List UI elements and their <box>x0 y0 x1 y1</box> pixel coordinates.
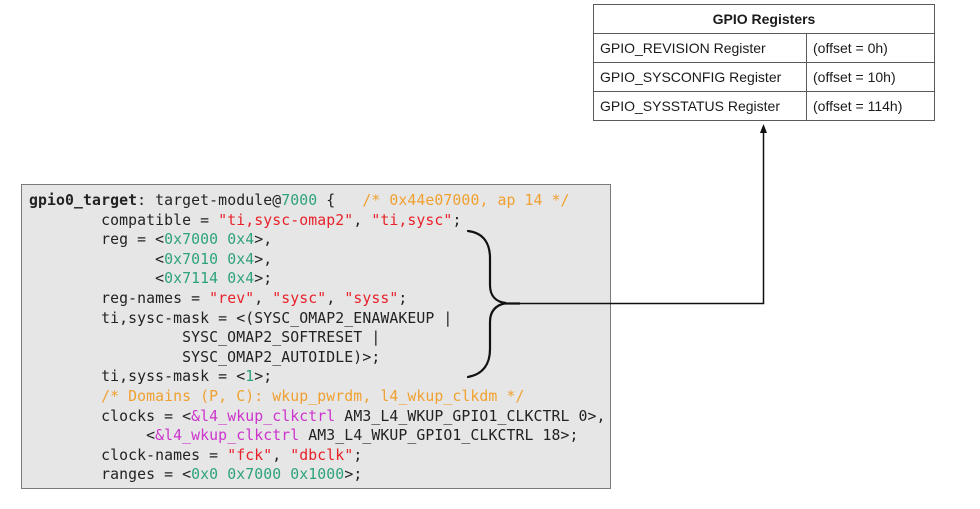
code-text: < <box>29 270 165 288</box>
register-offset: (offset = 10h) <box>806 62 935 92</box>
code-line: ranges = <0x0 0x7000 0x1000>; <box>29 465 606 485</box>
code-text: reg = < <box>29 231 165 249</box>
code-line: clocks = <&l4_wkup_clkctrl AM3_L4_WKUP_G… <box>29 407 606 427</box>
code-line: ti,sysc-mask = <(SYSC_OMAP2_ENAWAKEUP | <box>29 309 606 329</box>
register-offset: (offset = 114h) <box>806 91 935 121</box>
code-text: >; <box>344 466 363 484</box>
code-text: compatible = <box>29 211 219 229</box>
register-name: GPIO_REVISION Register <box>593 33 807 63</box>
code-line: /* Domains (P, C): wkup_pwrdm, l4_wkup_c… <box>29 387 606 407</box>
code-text: AM3_L4_WKUP_GPIO1_CLKCTRL 0>, <box>335 407 606 425</box>
code-line: <0x7010 0x4>, <box>29 250 606 270</box>
code-text: { <box>317 192 363 209</box>
string-literal: "dbclk" <box>290 446 354 464</box>
arrow-head-icon <box>760 124 767 133</box>
code-text: reg-names = <box>29 289 210 307</box>
node-label: gpio0_target <box>29 192 138 209</box>
code-text: , <box>326 289 345 307</box>
code-line: SYSC_OMAP2_AUTOIDLE)>; <box>29 348 606 368</box>
phandle-reference: &l4_wkup_clkctrl <box>191 407 336 425</box>
code-line: gpio0_target: target-module@7000 { /* 0x… <box>29 191 606 211</box>
code-comment: /* 0x44e07000, ap 14 */ <box>362 192 570 209</box>
string-literal: "sysc" <box>272 289 327 307</box>
table-row: GPIO_SYSCONFIG Register (offset = 10h) <box>593 62 935 92</box>
numeric-literal: 0x0 0x7000 0x1000 <box>191 466 345 484</box>
code-text: : target-module@ <box>137 192 282 209</box>
code-text: >, <box>254 250 273 268</box>
code-text: ti,sysc-mask = <(SYSC_OMAP2_ENAWAKEUP | <box>29 309 453 327</box>
register-name: GPIO_SYSSTATUS Register <box>593 91 807 121</box>
code-comment: /* Domains (P, C): wkup_pwrdm, l4_wkup_c… <box>29 387 525 405</box>
table-row: GPIO_SYSSTATUS Register (offset = 114h) <box>593 91 935 121</box>
code-line: reg = <0x7000 0x4>, <box>29 230 606 250</box>
code-text: , <box>272 446 291 464</box>
code-line: ti,syss-mask = <1>; <box>29 367 606 387</box>
code-line: clock-names = "fck", "dbclk"; <box>29 446 606 466</box>
code-text: clocks = < <box>29 407 192 425</box>
code-text: ; <box>353 446 363 464</box>
code-text: >; <box>254 270 273 288</box>
string-literal: "fck" <box>227 446 273 464</box>
code-text: , <box>353 211 372 229</box>
numeric-literal: 7000 <box>281 192 318 209</box>
code-text: SYSC_OMAP2_SOFTRESET | <box>29 329 381 347</box>
code-text: < <box>29 250 165 268</box>
device-tree-code-block: gpio0_target: target-module@7000 { /* 0x… <box>21 184 611 489</box>
code-text: >, <box>254 231 273 249</box>
string-literal: "ti,sysc" <box>371 211 453 229</box>
table-title: GPIO Registers <box>593 4 935 34</box>
numeric-literal: 0x7114 0x4 <box>164 270 255 288</box>
code-text: clock-names = <box>29 446 228 464</box>
table-row: GPIO_REVISION Register (offset = 0h) <box>593 33 935 63</box>
table-header-row: GPIO Registers <box>593 4 935 34</box>
string-literal: "ti,sysc-omap2" <box>218 211 354 229</box>
code-text: AM3_L4_WKUP_GPIO1_CLKCTRL 18>; <box>299 427 579 445</box>
code-text: ; <box>398 289 408 307</box>
code-line: compatible = "ti,sysc-omap2", "ti,sysc"; <box>29 211 606 231</box>
register-name: GPIO_SYSCONFIG Register <box>593 62 807 92</box>
code-listing: gpio0_target: target-module@7000 { /* 0x… <box>29 191 606 485</box>
code-text: ranges = < <box>29 466 192 484</box>
code-text: ; <box>452 211 462 229</box>
code-line: <&l4_wkup_clkctrl AM3_L4_WKUP_GPIO1_CLKC… <box>29 426 606 446</box>
string-literal: "rev" <box>209 289 255 307</box>
code-text: >; <box>254 368 273 386</box>
code-line: SYSC_OMAP2_SOFTRESET | <box>29 328 606 348</box>
numeric-literal: 0x7000 0x4 <box>164 231 255 249</box>
numeric-literal: 0x7010 0x4 <box>164 250 255 268</box>
phandle-reference: &l4_wkup_clkctrl <box>155 427 300 445</box>
gpio-registers-table: GPIO Registers GPIO_REVISION Register (o… <box>593 4 935 121</box>
numeric-literal: 1 <box>245 368 255 386</box>
code-text: SYSC_OMAP2_AUTOIDLE)>; <box>29 348 381 366</box>
code-line: reg-names = "rev", "sysc", "syss"; <box>29 289 606 309</box>
code-line: <0x7114 0x4>; <box>29 269 606 289</box>
code-text: ti,syss-mask = < <box>29 368 246 386</box>
code-text: , <box>254 289 273 307</box>
register-offset: (offset = 0h) <box>806 33 935 63</box>
string-literal: "syss" <box>344 289 399 307</box>
code-text: < <box>29 427 156 445</box>
